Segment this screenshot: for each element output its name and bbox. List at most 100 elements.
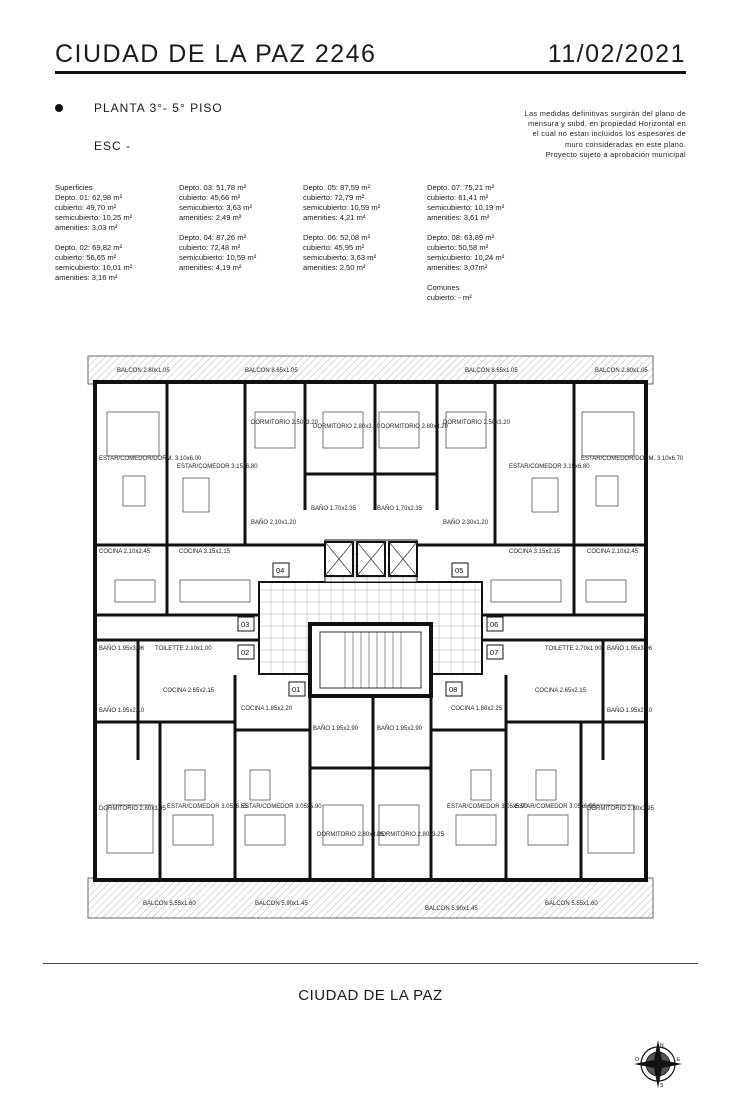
unit-number-boxes: [237, 562, 504, 697]
compass-letter: O: [635, 1057, 639, 1063]
header-date: 11/02/2021: [547, 40, 686, 68]
room-label: BAÑO 1.70x2.35: [377, 505, 423, 512]
superficie-line: cubierto: 72,48 m²: [179, 243, 241, 252]
superficie-line: cubierto: 49,70 m²: [55, 203, 117, 212]
room-label: BAÑO 1.95x2.90: [377, 725, 423, 732]
room-label: COCINA 3.15x2.15: [509, 549, 561, 555]
disclaimer-line: el cual no estan incluidos los espesores…: [532, 129, 686, 139]
balcony-label: BALCON 2.80x1.05: [595, 368, 648, 374]
unit-number: 08: [449, 685, 457, 694]
superficie-line: cubierto: 50,58 m²: [427, 243, 489, 252]
superficie-line: cubierto: 72,79 m²: [303, 193, 365, 202]
room-label: BAÑO 1.95x2.10: [99, 707, 145, 714]
room-label: COCINA 3.15x2.15: [179, 549, 231, 555]
room-label: COCINA 1.80x2.25: [451, 706, 503, 712]
superficie-line: amenities: 3,07m²: [427, 263, 488, 272]
unit-number: 04: [276, 566, 284, 575]
superficie-line: semicubierto: 10,01 m²: [55, 263, 133, 272]
superficie-line: cubierto: 61,41 m²: [427, 193, 489, 202]
superficie-line: Depto. 08: 63,89 m²: [427, 233, 495, 242]
room-label: ESTAR/COMEDOR 3.05x6.55: [515, 804, 596, 810]
superficie-line: semicubierto: 3,63 m²: [179, 203, 253, 212]
superficie-line: [55, 233, 132, 243]
disclaimer-line: Las medidas definitivas surgirán del pla…: [524, 109, 686, 118]
room-label: DORMITORIO 2.50x3.20: [443, 420, 511, 426]
room-label: DORMITORIO 2.80x3.25: [317, 832, 385, 838]
disclaimer: Las medidas definitivas surgirán del pla…: [481, 109, 686, 160]
superficie-line: Depto. 06: 52,08 m²: [303, 233, 371, 242]
superficie-line: Depto. 03: 51,78 m²: [179, 183, 247, 192]
room-label: COCINA 2.65x2.15: [535, 688, 587, 694]
balcony-label: BALCON 5.90x1.45: [425, 906, 478, 912]
superficie-line: Depto. 07: 75,21 m²: [427, 183, 495, 192]
furniture: [106, 411, 635, 854]
compass-icon: N S E O: [634, 1040, 682, 1089]
superficie-line: amenities: 2,49 m²: [179, 213, 242, 222]
superficie-line: amenities: 4,19 m²: [179, 263, 242, 272]
compass-letter: N: [660, 1043, 664, 1049]
superficie-line: cubierto: - m²: [427, 293, 472, 302]
room-label: DORMITORIO 2.50x3.20: [251, 420, 319, 426]
balcony-label: BALCON 2.80x1.05: [117, 368, 170, 374]
superficies-heading: Superficies: [55, 183, 93, 192]
superficie-line: amenities: 3,61 m²: [427, 213, 490, 222]
superficie-line: [427, 273, 504, 283]
room-label: ESTAR/COMEDOR 3.05x5.90: [241, 804, 322, 810]
room-label: BAÑO 2.10x1.20: [251, 519, 297, 526]
stair-steps: [344, 632, 402, 688]
room-label: TOILETTE 2.10x1.00: [155, 646, 212, 652]
header-title: CIUDAD DE LA PAZ 2246: [55, 40, 377, 68]
room-label: BAÑO 1.95x3.06: [99, 645, 145, 652]
superficie-line: cubierto: 45,66 m²: [179, 193, 241, 202]
room-label: ESTAR/COMEDOR 3.05x5.90: [447, 804, 528, 810]
superficie-line: semicubierto: 3,63 m²: [303, 253, 377, 262]
superficie-line: semicubierto: 10,59 m²: [303, 203, 381, 212]
superficie-line: [179, 223, 256, 233]
room-label: DORMITORIO 2.80x3.95: [99, 806, 167, 812]
disclaimer-line: Proyecto sujeto a aprobación municipal: [545, 149, 686, 159]
lower-walls: [95, 638, 646, 880]
superficie-line: amenities: 3,03 m²: [55, 223, 118, 232]
superficie-line: amenities: 2,50 m²: [303, 263, 366, 272]
unit-number: 02: [241, 648, 249, 657]
room-label: ESTAR/COMEDOR 3.05x6.55: [167, 804, 248, 810]
superficie-line: amenities: 3,16 m²: [55, 273, 118, 282]
superficie-line: Depto. 04: 87,26 m²: [179, 233, 247, 242]
unit-number: 06: [490, 620, 498, 629]
room-label: DORMITORIO 2.80x3.95: [587, 806, 655, 812]
superficie-line: semicubierto: 10,19 m²: [427, 203, 505, 212]
upper-walls: [95, 382, 646, 617]
room-label: DORMITORIO 2.80x3.20: [381, 424, 449, 430]
balcony-label: BALCON 8.65x1.05: [465, 368, 518, 374]
room-label: BAÑO 2.30x1.20: [443, 519, 489, 526]
superficie-line: Depto. 05: 87,59 m²: [303, 183, 371, 192]
room-label: BAÑO 1.95x2.90: [313, 725, 359, 732]
balcony-label: BALCON 5.55x1.60: [545, 901, 598, 907]
disclaimer-line: muro consideradas en este plano.: [565, 139, 686, 149]
footer-rule: [43, 963, 698, 964]
unit-number: 01: [292, 685, 300, 694]
compass-letter: S: [660, 1083, 664, 1089]
room-label: DORMITORIO 2.80x3.20: [313, 424, 381, 430]
bullet-icon: [55, 104, 63, 112]
unit-number: 05: [455, 566, 463, 575]
header-rule: [55, 71, 686, 74]
room-label: ESTAR/COMEDOR 3.15x6.80: [177, 464, 258, 470]
superficie-line: semicubierto: 10,25 m²: [55, 213, 133, 222]
balcony-label: BALCON 5.55x1.60: [143, 901, 196, 907]
balcony-label: BALCON 5.90x1.45: [255, 901, 308, 907]
superficie-line: [427, 223, 504, 233]
room-label: DORMITORIO 2.80x3.25: [377, 832, 445, 838]
balcony-band-bottom: [87, 877, 654, 919]
room-label: BAÑO 1.95x2.10: [607, 707, 653, 714]
room-label: ESTAR/COMEDOR/DORM. 3.10x6.00: [99, 456, 202, 462]
superficie-line: Depto. 02: 69,82 m²: [55, 243, 123, 252]
room-label: ESTAR/COMEDOR 3.15x6.80: [509, 464, 590, 470]
superficie-line: cubierto: 56,65 m²: [55, 253, 117, 262]
superficie-line: amenities: 4,21 m²: [303, 213, 366, 222]
unit-number: 07: [490, 648, 498, 657]
room-label: COCINA 2.10x2.45: [587, 549, 639, 555]
